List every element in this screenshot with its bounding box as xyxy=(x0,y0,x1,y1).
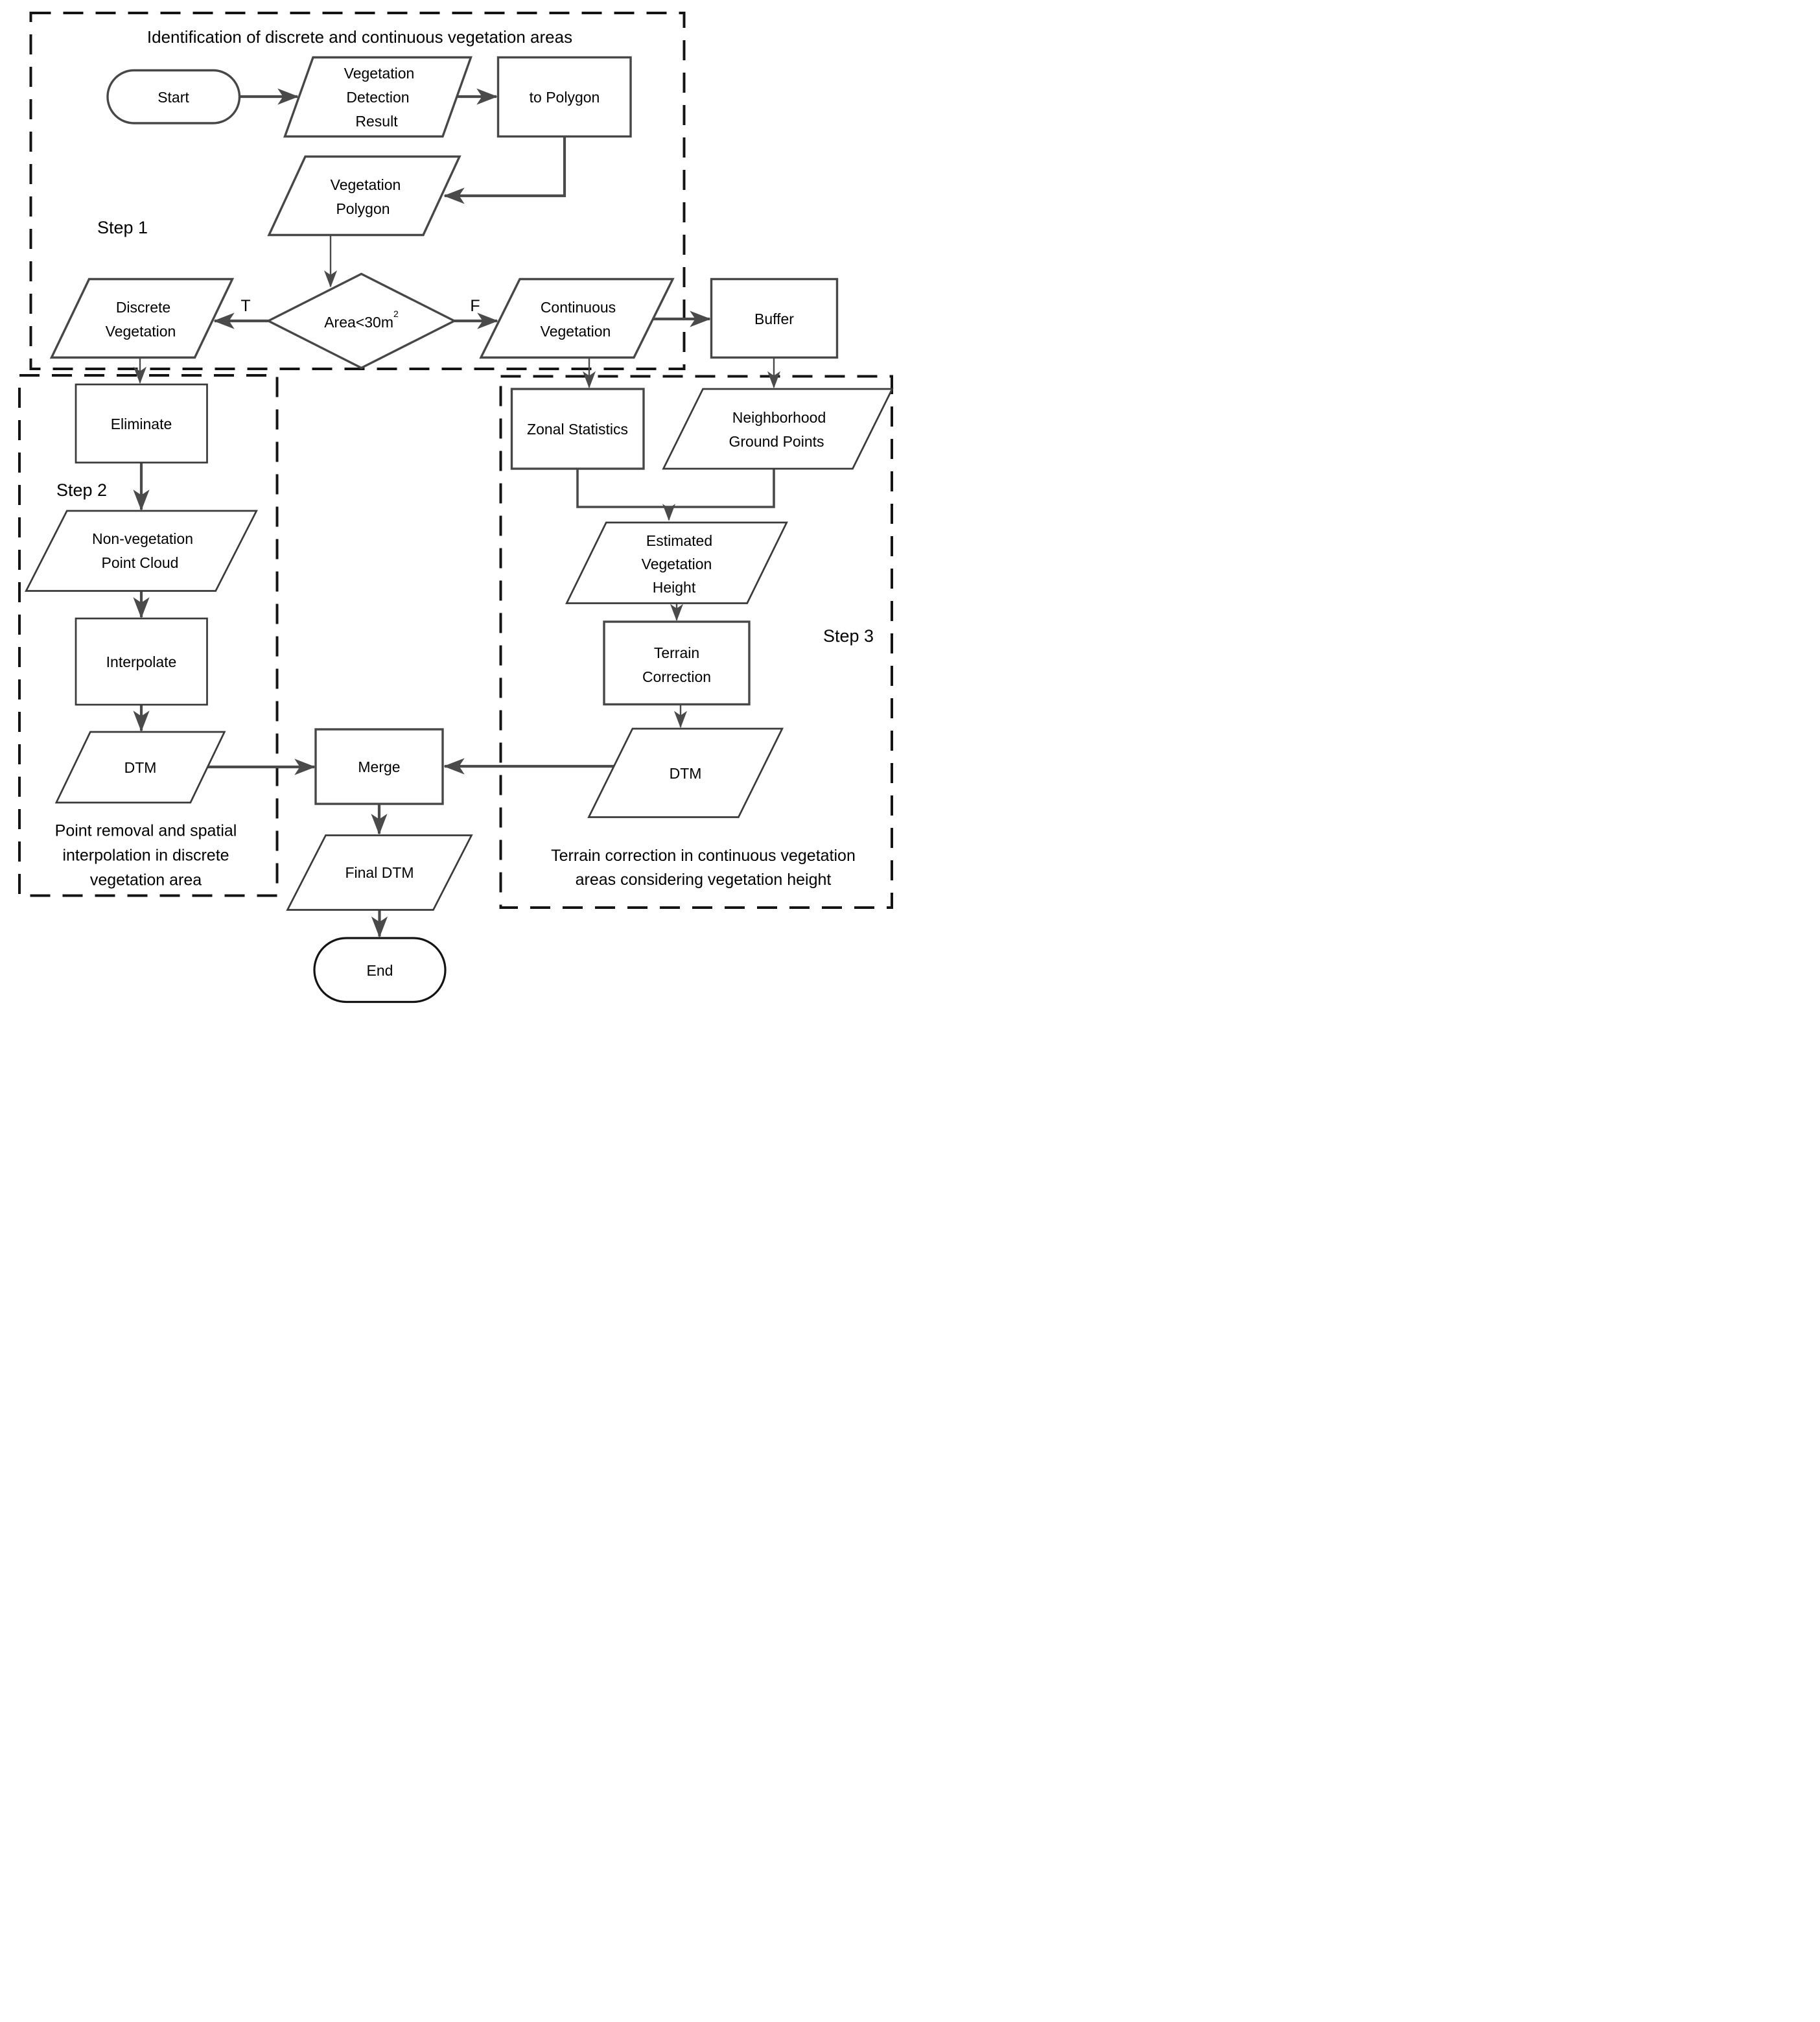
estimated-vegetation-height-line2: Vegetation xyxy=(642,556,712,572)
interpolate-process xyxy=(75,617,208,706)
start-terminator xyxy=(106,69,241,124)
estimated-vegetation-height-line3: Height xyxy=(653,579,696,596)
step3-boundary xyxy=(499,375,893,909)
branch-true-label: T xyxy=(240,297,250,315)
dtm-discrete-parallelogram xyxy=(54,731,226,804)
zonal-statistics-process xyxy=(510,388,645,470)
step1-boundary xyxy=(29,12,686,370)
area-decision-label: Area<30m2 xyxy=(324,309,399,331)
terrain-correction-line1: Terrain xyxy=(654,644,699,661)
flowchart-canvas: Start Vegetation Detection Result to Pol… xyxy=(18,12,894,1004)
step3-caption-line2: areas considering vegetation height xyxy=(576,871,832,889)
end-label: End xyxy=(367,962,393,979)
discrete-vegetation-line1: Discrete xyxy=(116,299,170,316)
edge-to-polygon-to-vegetation-polygon xyxy=(443,136,566,204)
step2-caption-line3: vegetation area xyxy=(90,871,202,889)
neighborhood-ground-points-line2: Ground Points xyxy=(729,433,824,450)
step2-caption-line1: Point removal and spatial xyxy=(55,822,237,840)
flowchart-page: Start Vegetation Detection Result to Pol… xyxy=(0,0,910,1011)
area-decision-diamond xyxy=(266,272,457,370)
non-vegetation-point-cloud-parallelogram xyxy=(25,510,258,592)
vegetation-detection-result-line1: Vegetation xyxy=(344,65,415,82)
terrain-correction-process xyxy=(603,620,751,706)
eliminate-label: Eliminate xyxy=(111,416,172,432)
start-label: Start xyxy=(158,89,189,106)
to-polygon-process xyxy=(496,56,632,138)
merge-process xyxy=(314,728,444,805)
vegetation-polygon-line1: Vegetation xyxy=(331,176,401,193)
vegetation-polygon-line2: Polygon xyxy=(336,200,390,217)
step2-caption-line2: interpolation in discrete xyxy=(62,847,229,865)
interpolate-label: Interpolate xyxy=(106,653,177,670)
final-dtm-parallelogram xyxy=(286,834,473,911)
discrete-vegetation-line2: Vegetation xyxy=(106,323,176,340)
dtm-continuous-label: DTM xyxy=(670,765,702,782)
eliminate-process xyxy=(75,383,208,464)
vegetation-detection-result-line3: Result xyxy=(355,113,398,130)
branch-false-label: F xyxy=(470,297,480,315)
end-terminator xyxy=(313,937,447,1004)
to-polygon-label: to Polygon xyxy=(530,89,600,106)
step3-label: Step 3 xyxy=(823,626,874,646)
connector-zonal-and-neighborhood xyxy=(576,469,775,508)
estimated-vegetation-height-parallelogram xyxy=(565,521,788,604)
continuous-vegetation-line1: Continuous xyxy=(541,299,616,316)
estimated-vegetation-height-line1: Estimated xyxy=(646,532,712,549)
dtm-continuous-parallelogram xyxy=(587,727,784,818)
step2-label: Step 2 xyxy=(56,480,107,500)
dtm-discrete-label: DTM xyxy=(124,759,157,776)
buffer-process xyxy=(710,277,839,359)
zonal-statistics-label: Zonal Statistics xyxy=(527,421,628,438)
continuous-vegetation-parallelogram xyxy=(479,277,675,359)
vegetation-detection-result-parallelogram xyxy=(283,56,472,138)
merge-label: Merge xyxy=(358,758,400,775)
discrete-vegetation-parallelogram xyxy=(49,277,235,359)
neighborhood-ground-points-line1: Neighborhood xyxy=(732,409,826,426)
final-dtm-label: Final DTM xyxy=(345,864,414,881)
non-vegetation-point-cloud-line2: Point Cloud xyxy=(102,554,179,571)
neighborhood-ground-points-parallelogram xyxy=(662,388,894,470)
vegetation-detection-result-line2: Detection xyxy=(346,89,409,106)
step3-caption-line1: Terrain correction in continuous vegetat… xyxy=(551,847,856,865)
continuous-vegetation-line2: Vegetation xyxy=(541,323,611,340)
non-vegetation-point-cloud-line1: Non-vegetation xyxy=(92,530,193,547)
step1-caption: Identification of discrete and continuou… xyxy=(147,27,572,47)
vegetation-polygon-parallelogram xyxy=(267,155,461,237)
terrain-correction-line2: Correction xyxy=(642,668,711,685)
buffer-label: Buffer xyxy=(754,311,794,327)
step1-label: Step 1 xyxy=(97,218,148,237)
